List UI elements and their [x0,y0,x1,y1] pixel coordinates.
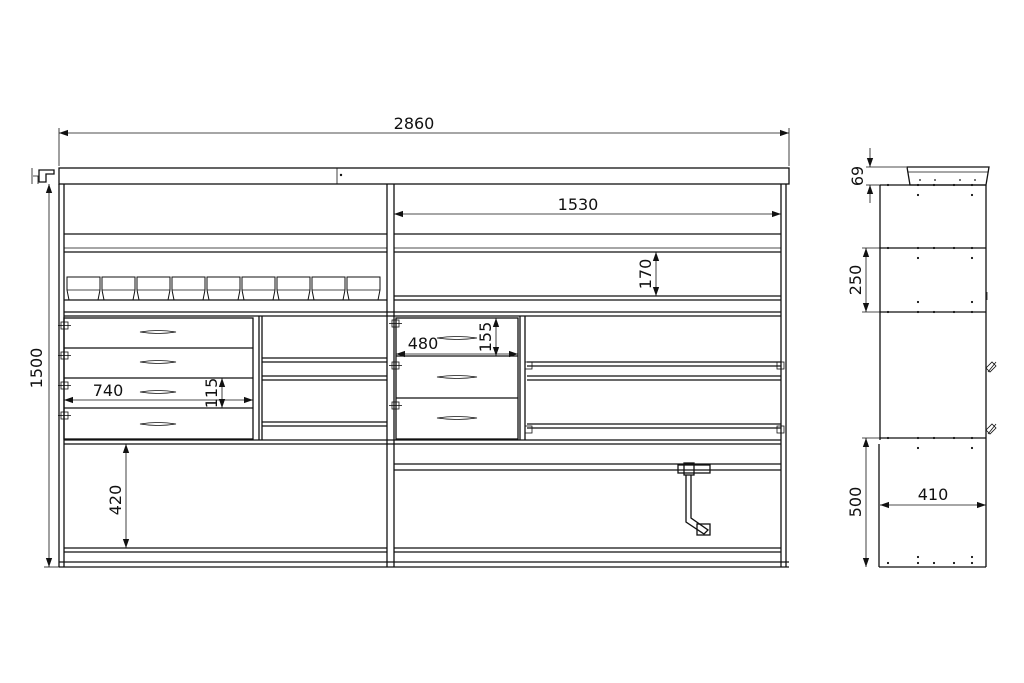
fastener-dot [952,183,956,187]
fastener-dot [970,555,974,559]
fastener-dot [886,246,890,250]
fastener-dot [916,310,920,314]
fastener-dot [970,446,974,450]
right-drawer-height-label: 155 [476,322,495,353]
fastener-dot [916,193,920,197]
fastener-dot [970,183,974,187]
parts-bin [206,276,241,301]
side-bottom-height-label: 500 [846,487,865,518]
fastener-dot [916,256,920,260]
fastener-dot [970,436,974,440]
left-drawer-block [58,317,254,440]
drawer-handle [436,375,478,379]
overall-width-label: 2860 [394,114,435,133]
fastener-dot [932,436,936,440]
drawer-handle [139,422,177,426]
fastener-dot [932,561,936,565]
fastener-dot [916,555,920,559]
fastener-dot [886,561,890,565]
fastener-dot [916,436,920,440]
fastener-dot [886,310,890,314]
fastener-dot [970,300,974,304]
fastener-dot [932,246,936,250]
fastener-dot [970,193,974,197]
side-tray-height-label: 69 [848,166,867,186]
parts-bin [171,276,206,301]
fastener-dot [916,446,920,450]
side-shelf-spacing-label: 250 [846,265,865,296]
fastener-dot [952,246,956,250]
overall-height-label: 1500 [27,348,46,389]
fastener-dot [952,310,956,314]
parts-bin [241,276,276,301]
shelf-spacing-label: 170 [636,259,655,290]
right-drawer-width-label: 480 [408,334,439,353]
left-drawer-height-label: 115 [202,378,221,409]
fastener-dot [970,310,974,314]
top-rail [31,167,790,185]
middle-shelf-unit [258,316,387,440]
drawer-hinges-right [389,319,402,410]
left-drawer-width-label: 740 [93,381,124,400]
fastener-dot [916,300,920,304]
parts-bin [101,276,136,301]
parts-bin [346,276,381,301]
fastener-dot [970,256,974,260]
fastener-dot [916,561,920,565]
fastener-dot [916,183,920,187]
side-top-tray [906,166,990,186]
drawer-handle [139,330,177,334]
shelf-bracket [776,425,785,434]
parts-bin [136,276,171,301]
drawer-handles-right [436,336,478,420]
fastener-dot [916,246,920,250]
parts-bin [66,276,101,301]
fastener-dot [932,183,936,187]
fastener-dot [886,436,890,440]
side-depth-label: 410 [918,485,949,504]
fastener-dot [952,436,956,440]
right-open-shelving [524,316,785,440]
bottom-compartment-height-label: 420 [106,485,125,516]
fastener-dot [970,561,974,565]
fastener-dot [932,310,936,314]
parts-bin-row [64,276,387,301]
fastener-dot [886,183,890,187]
shelf-bracket [524,361,533,370]
shelf-bracket [776,361,785,370]
drawer-hinges-left [58,321,71,420]
drawer-handle [436,416,478,420]
side-dimensions: 69 250 500 410 [846,148,986,567]
drawer-handle [436,336,478,340]
shelves [64,233,781,553]
parts-bin [311,276,346,301]
drawer-handle [139,390,177,394]
upper-shelf-width-label: 1530 [558,195,599,214]
parts-bin [276,276,311,301]
drawer-handles-left [139,330,177,426]
front-dimensions: 2860 1500 1530 170 740 115 480 155 [27,114,790,568]
fastener-dot [970,246,974,250]
side-view: 69 250 500 410 [846,148,997,568]
shelf-bracket [524,425,533,434]
shelf-brackets [524,361,785,434]
drawer-handle [139,360,177,364]
fastener-dot [952,561,956,565]
crank-handle [677,462,711,536]
front-view: 2860 1500 1530 170 740 115 480 155 [27,114,790,568]
side-body [878,183,997,568]
side-fastener-dots [886,183,974,565]
